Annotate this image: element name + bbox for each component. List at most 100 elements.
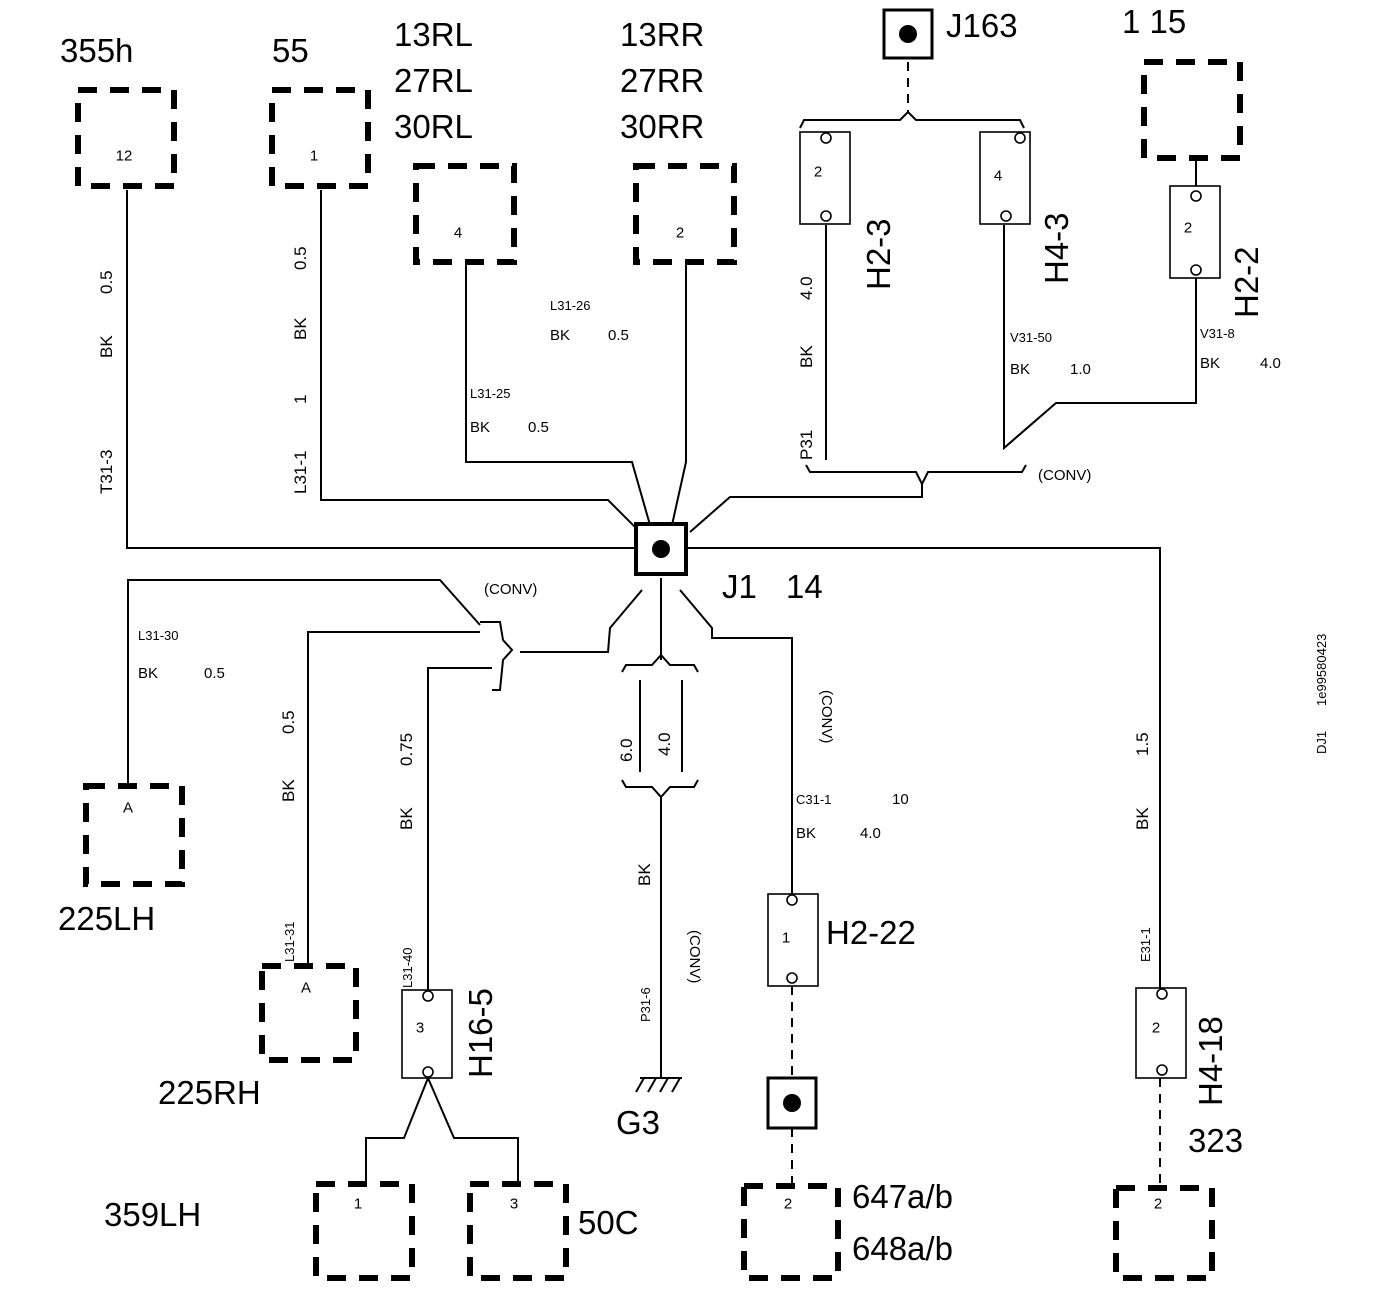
gauge-l31-1: 0.5	[291, 246, 310, 270]
label-50c: 50C	[578, 1204, 639, 1241]
pin-4: 4	[454, 225, 462, 242]
color-t31-3: BK	[97, 335, 116, 358]
circuit-t31-3: T31-3	[97, 450, 116, 494]
conv-label-left: (CONV)	[484, 581, 537, 598]
gauge-l31-31: 0.5	[279, 710, 298, 734]
label-647ab: 647a/b	[852, 1178, 953, 1215]
component-323: 2 323	[1113, 1122, 1243, 1281]
conv-label-top: (CONV)	[1038, 467, 1091, 484]
label-h2-22: H2-22	[826, 914, 916, 951]
label-h2-2: H2-2	[1228, 246, 1265, 318]
gauge-c31-1: 4.0	[860, 825, 881, 842]
ref-code: 1e99580423	[1314, 634, 1329, 706]
pin-3: 3	[416, 1020, 424, 1037]
label-225lh: 225LH	[58, 900, 155, 937]
pin-2: 2	[1184, 220, 1192, 237]
junction-id: J1	[722, 568, 757, 605]
wire-conv-left-to-j1	[520, 589, 643, 653]
connector-h4-18: 2 H4-18	[1135, 987, 1229, 1106]
gauge-e31-1: 1.5	[1133, 732, 1152, 756]
component-225rh: A 225RH	[158, 963, 359, 1111]
gauge-t31-3: 0.5	[97, 270, 116, 294]
color-l31-26: BK	[550, 327, 570, 344]
diagram-id: DJ1	[1314, 731, 1329, 754]
junction-j1: J1 14	[634, 522, 823, 605]
component-55: 1 55	[269, 32, 371, 189]
label-h2-3: H2-3	[860, 218, 897, 290]
connector-h2-22: 1 H2-22	[767, 893, 916, 987]
connector-h16-5: 3 H16-5	[401, 988, 499, 1079]
color-p31: BK	[797, 345, 816, 368]
color-l31-31: BK	[279, 779, 298, 802]
pin-1: 1	[782, 930, 790, 947]
pin-12: 12	[116, 148, 133, 165]
conv-bracket-g3-bottom	[621, 779, 699, 799]
component-13rl: 4 13RL 27RL 30RL	[394, 16, 517, 265]
pin-4: 4	[994, 168, 1002, 185]
label-359lh: 359LH	[104, 1196, 201, 1233]
extra-l31-1: 1	[291, 395, 310, 404]
component-225lh: A 225LH	[58, 783, 185, 937]
circuit-l31-31: L31-31	[282, 922, 297, 962]
connector-h2-3: 2 H2-3	[799, 131, 897, 290]
conv-bracket-g3-top	[621, 653, 699, 673]
circuit-e31-1: E31-1	[1138, 927, 1153, 962]
wire-c31-1	[679, 589, 793, 898]
label-13rr: 13RR	[620, 16, 704, 53]
label-355h: 355h	[60, 32, 133, 69]
circuit-l31-40: L31-40	[400, 948, 415, 988]
connector-h2-2: 2 H2-2	[1169, 185, 1265, 318]
label-55: 55	[272, 32, 309, 69]
circuit-v31-8: V31-8	[1200, 326, 1235, 341]
circuit-l31-26: L31-26	[550, 298, 590, 313]
junction-j163: J163	[882, 7, 1018, 60]
label-30rr: 30RR	[620, 108, 704, 145]
gauge-v31-8: 4.0	[1260, 355, 1281, 372]
h16-5-fork-dash	[365, 1138, 519, 1182]
circuit-v31-50: V31-50	[1010, 330, 1052, 345]
pin-3: 3	[510, 1196, 518, 1213]
label-27rl: 27RL	[394, 62, 473, 99]
color-p31-6: BK	[635, 863, 654, 886]
j163-bracket	[799, 110, 1025, 129]
conv-label-g3: (CONV)	[686, 930, 703, 983]
conv-label-c31: (CONV)	[818, 690, 835, 743]
wire-l31-25	[465, 265, 651, 526]
wire-l31-31	[307, 631, 480, 965]
wire-e31-1	[688, 547, 1161, 990]
h16-5-fork	[365, 1077, 519, 1182]
pin-1: 1	[354, 1196, 362, 1213]
extra-c31-1: 10	[892, 791, 909, 808]
pin-a: A	[123, 800, 133, 817]
color-v31-50: BK	[1010, 361, 1030, 378]
circuit-l31-30: L31-30	[138, 628, 178, 643]
wires	[126, 62, 1197, 1188]
pin-2: 2	[1152, 1020, 1160, 1037]
color-e31-1: BK	[1133, 807, 1152, 830]
label-g3: G3	[616, 1104, 660, 1141]
color-v31-8: BK	[1200, 355, 1220, 372]
circuit-p31: P31	[797, 430, 816, 460]
ground-g3: G3	[616, 1077, 682, 1141]
label-323: 323	[1188, 1122, 1243, 1159]
wire-conv-to-j1	[689, 484, 923, 533]
pin-2: 2	[1154, 1196, 1162, 1213]
junction-number: 14	[786, 568, 823, 605]
wire-l31-30	[127, 579, 481, 785]
label-648ab: 648a/b	[852, 1230, 953, 1267]
wire-labels: 0.5 BK T31-3 0.5 BK 1 L31-1 L31-26 BK 0.…	[97, 246, 1329, 1022]
component-1-15: 1 15	[1122, 3, 1243, 161]
circuit-l31-25: L31-25	[470, 386, 510, 401]
wire-l31-26	[671, 265, 687, 526]
color-l31-1: BK	[291, 317, 310, 340]
component-359lh: 1 359LH	[104, 1181, 415, 1281]
gauge-p31-6-b: 4.0	[655, 732, 674, 756]
wire-v31-50	[1003, 225, 1197, 451]
label-13rl: 13RL	[394, 16, 473, 53]
circuit-p31-6: P31-6	[638, 987, 653, 1022]
label-h16-5: H16-5	[462, 988, 499, 1078]
gauge-p31-6-a: 6.0	[617, 738, 636, 762]
gauge-l31-25: 0.5	[528, 419, 549, 436]
gauge-v31-50: 1.0	[1070, 361, 1091, 378]
